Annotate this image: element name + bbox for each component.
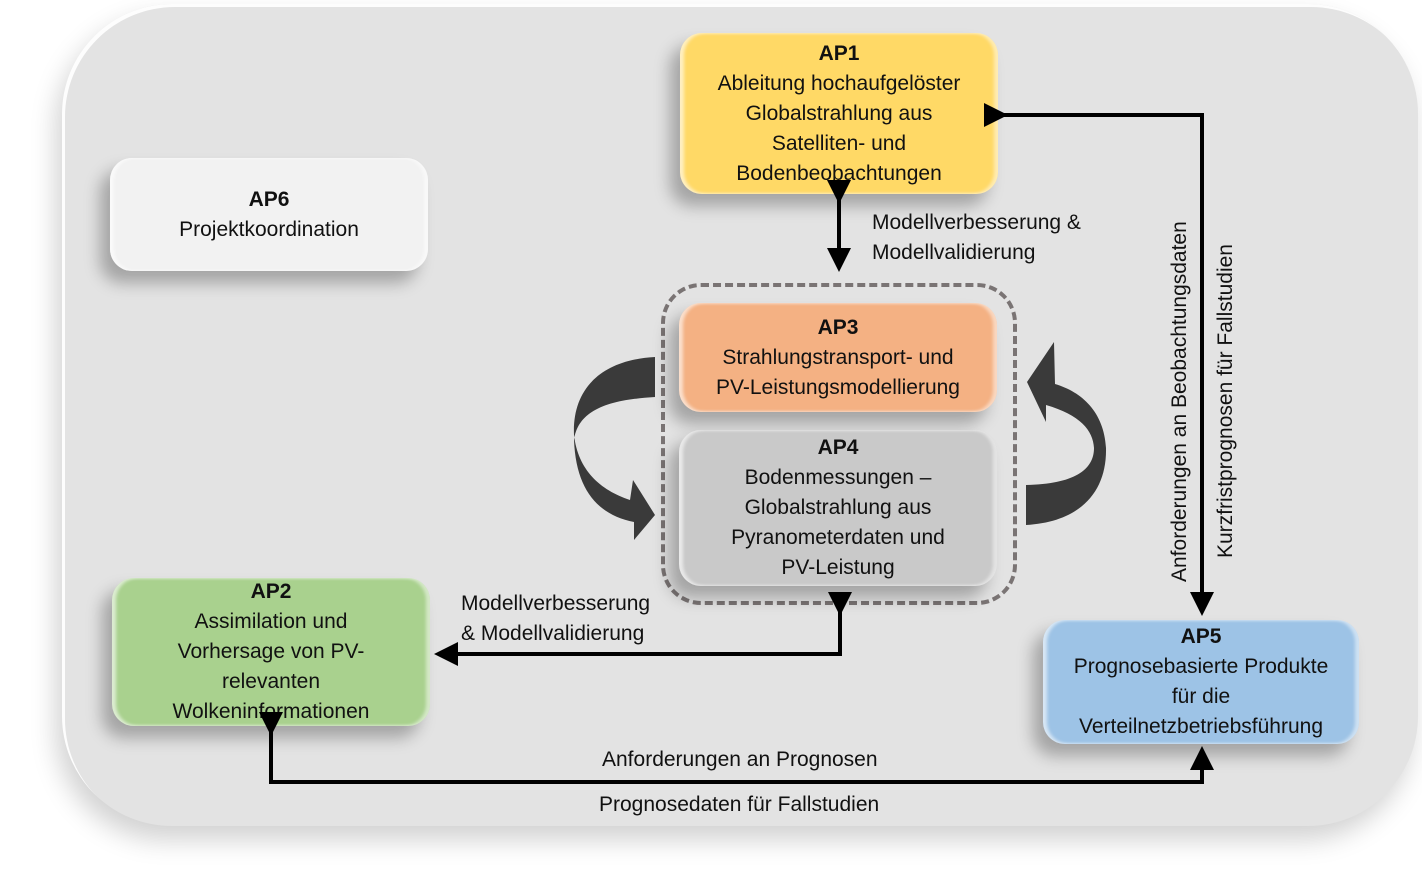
ap6-box: AP6 Projektkoordination (110, 158, 428, 271)
ap1-ap5-arrow (984, 103, 1214, 616)
ap1-ap34-label-line: Modellvalidierung (872, 241, 1036, 264)
ap3-title: AP3 (817, 315, 859, 339)
ap1-line: Satelliten- und (771, 131, 907, 155)
ap4-title: AP4 (817, 436, 859, 459)
ap5-line: für die (1171, 685, 1231, 708)
ap3-line: Strahlungstransport- und (722, 345, 954, 369)
ap3-line: PV-Leistungsmodellierung (716, 375, 960, 399)
ap4-line: PV-Leistung (781, 556, 895, 579)
ap4-line: Bodenmessungen – (744, 466, 932, 489)
ap1-ap5-left-label: Anforderungen an Beobachtungsdaten (1168, 221, 1191, 582)
cycle-arrow-left-icon (573, 357, 655, 540)
ap1-ap34-label: Modellverbesserung & Modellvalidierung (872, 208, 1081, 268)
ap2-ap5-top-label: Anforderungen an Prognosen (602, 748, 878, 771)
ap5-title: AP5 (1180, 625, 1222, 648)
ap1-box: AP1 Ableitung hochaufgelöster Globalstra… (680, 33, 998, 194)
ap4-line: Globalstrahlung aus (744, 496, 932, 519)
cycle-arrow-right-icon (1026, 342, 1107, 525)
ap2-line: Vorhersage von PV- (177, 640, 365, 663)
ap34-ap2-label-line: Modellverbesserung (461, 592, 651, 615)
ap6-title: AP6 (248, 187, 290, 211)
ap2-line: relevanten (221, 670, 321, 693)
ap1-line: Globalstrahlung aus (745, 101, 933, 125)
ap1-ap34-label-line: Modellverbesserung & (872, 211, 1081, 234)
ap1-ap5-right-label: Kurzfristprognosen für Fallstudien (1214, 244, 1237, 558)
ap2-box: AP2 Assimilation und Vorhersage von PV- … (112, 578, 430, 726)
ap2-ap5-bottom-label: Prognosedaten für Fallstudien (599, 793, 880, 816)
ap34-ap2-label-line: & Modellvalidierung (461, 622, 645, 645)
ap2-title: AP2 (250, 580, 292, 603)
ap2-ap5-arrow (259, 712, 1214, 784)
ap4-ap2-arrow (434, 592, 852, 666)
ap2-line: Assimilation und (194, 610, 348, 633)
ap1-title: AP1 (818, 41, 860, 65)
ap34-ap2-label: Modellverbesserung & Modellvalidierung (461, 589, 650, 649)
ap4-line: Pyranometerdaten und (731, 526, 945, 549)
ap4-box: AP4 Bodenmessungen – Globalstrahlung aus… (679, 430, 997, 586)
ap3-box: AP3 Strahlungstransport- und PV-Leistung… (679, 303, 997, 412)
ap1-line: Ableitung hochaufgelöster (717, 71, 961, 95)
ap1-line: Bodenbeobachtungen (736, 161, 942, 185)
ap6-line: Projektkoordination (179, 217, 359, 241)
ap5-line: Prognosebasierte Produkte (1073, 655, 1329, 678)
